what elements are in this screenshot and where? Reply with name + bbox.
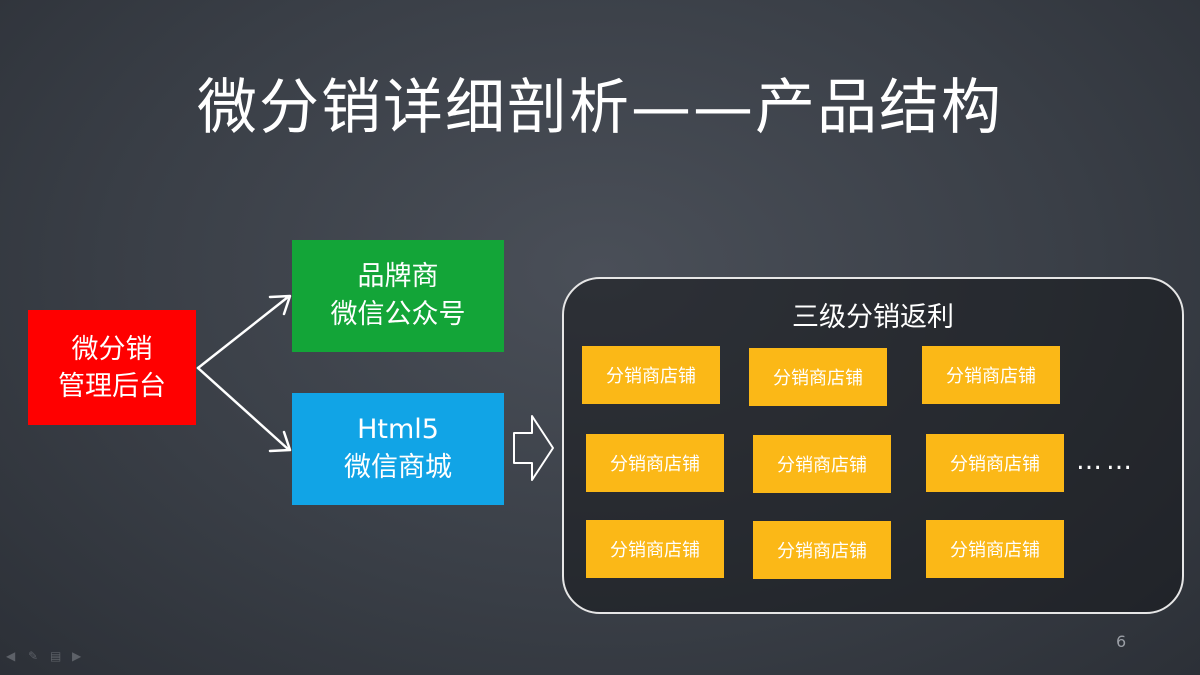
store-box: 分销商店铺 bbox=[586, 434, 724, 492]
store-box: 分销商店铺 bbox=[922, 346, 1060, 404]
back-arrow-icon[interactable]: ◀ bbox=[6, 649, 16, 663]
slide-title: 微分销详细剖析——产品结构 bbox=[197, 73, 1003, 143]
arrow-to-mall bbox=[196, 366, 290, 451]
presentation-toolbar: ◀ ✎ ▤ ▶ bbox=[6, 650, 86, 662]
store-box: 分销商店铺 bbox=[749, 348, 887, 406]
brand-wechat-account-box: 品牌商 微信公众号 bbox=[292, 240, 504, 352]
store-box: 分销商店铺 bbox=[926, 520, 1064, 578]
store-box: 分销商店铺 bbox=[582, 346, 720, 404]
store-box: 分销商店铺 bbox=[753, 435, 891, 493]
mall-box-line1: Html5 bbox=[357, 414, 439, 445]
forward-arrow-icon[interactable]: ▶ bbox=[72, 649, 82, 663]
brand-box-line1: 品牌商 bbox=[357, 261, 439, 292]
rebate-container-title: 三级分销返利 bbox=[792, 302, 954, 333]
arrow-head-mall bbox=[268, 430, 292, 453]
arrow-to-brand bbox=[196, 295, 290, 370]
admin-box-line1: 微分销 bbox=[71, 333, 153, 365]
arrow-head-brand bbox=[268, 294, 292, 316]
mall-box-line2: 微信商城 bbox=[344, 452, 452, 483]
brand-box-line2: 微信公众号 bbox=[330, 299, 466, 330]
store-box: 分销商店铺 bbox=[753, 521, 891, 579]
admin-box-line2: 管理后台 bbox=[58, 370, 166, 402]
block-arrow-right bbox=[513, 415, 554, 481]
store-box: 分销商店铺 bbox=[926, 434, 1064, 492]
pen-icon[interactable]: ✎ bbox=[28, 649, 39, 663]
slides-icon[interactable]: ▤ bbox=[50, 649, 62, 663]
admin-backend-box: 微分销 管理后台 bbox=[28, 310, 196, 425]
page-number: 6 bbox=[1116, 632, 1127, 651]
html5-wechat-mall-box: Html5 微信商城 bbox=[292, 393, 504, 505]
more-stores-ellipsis: …… bbox=[1076, 446, 1136, 476]
store-box: 分销商店铺 bbox=[586, 520, 724, 578]
